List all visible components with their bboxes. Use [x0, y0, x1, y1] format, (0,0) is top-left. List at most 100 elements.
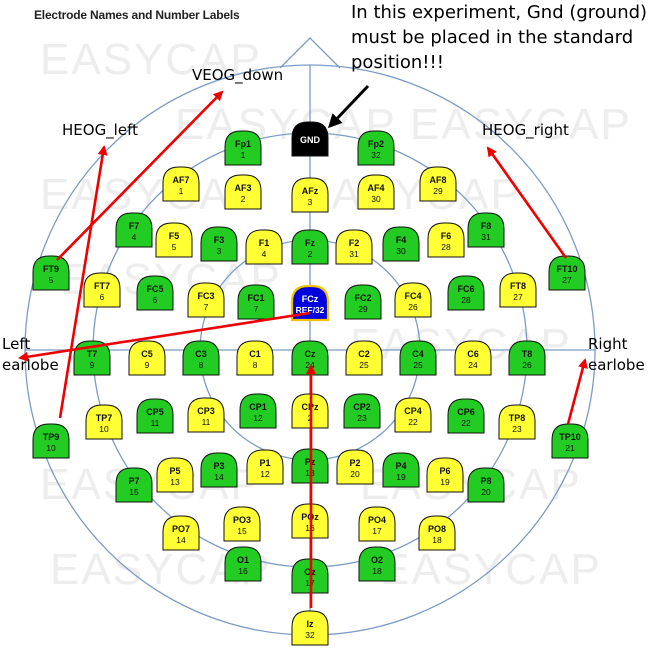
electrode-name: AFz	[302, 186, 319, 196]
electrode-name: Fz	[305, 238, 315, 248]
electrode-name: P2	[349, 458, 360, 468]
electrode-name: GND	[300, 135, 321, 145]
nose-outline	[279, 37, 341, 69]
electrode-cap	[548, 255, 586, 291]
left-earlobe-line2: earlobe	[2, 356, 59, 374]
electrode-number: 3	[308, 197, 313, 207]
electrode-number: 4	[132, 232, 137, 242]
electrode-number: REF/32	[296, 305, 325, 315]
electrode-cap	[447, 398, 485, 434]
electrode-name: P4	[395, 461, 406, 471]
watermark-text: EASYCAP	[410, 100, 632, 149]
left-earlobe-label: Left earlobe	[2, 334, 59, 376]
electrode-number: 17	[372, 526, 382, 536]
electrode-cap	[344, 284, 382, 320]
electrode-name: FT8	[510, 281, 526, 291]
electrode-number: 5	[49, 275, 54, 285]
heog-left-label: HEOG_left	[62, 121, 138, 139]
electrode-cap	[382, 452, 420, 488]
electrode-cap	[182, 340, 220, 376]
electrode-cap	[343, 393, 381, 429]
electrode-number: 28	[461, 295, 471, 305]
electrode-name: F6	[441, 231, 452, 241]
electrode-name: C5	[141, 349, 153, 359]
electrode-cap	[115, 467, 153, 503]
electrode-name: FCz	[302, 294, 319, 304]
electrode-c1: C18	[236, 340, 274, 376]
electrode-cap	[136, 275, 174, 311]
electrode-cap	[382, 226, 420, 262]
electrode-number: 20	[481, 487, 491, 497]
electrode-name: FC2	[354, 293, 371, 303]
electrode-name: FC5	[146, 284, 163, 294]
electrode-cap	[399, 340, 437, 376]
electrode-cap	[32, 423, 70, 459]
electrode-number: 12	[260, 469, 270, 479]
electrode-name: T7	[87, 349, 98, 359]
right-earlobe-line1: Right	[588, 335, 628, 353]
electrode-name: F5	[169, 231, 180, 241]
electrode-name: O1	[237, 555, 249, 565]
watermark-text: EASYCAP	[380, 545, 602, 594]
electrode-number: 32	[371, 150, 381, 160]
electrode-cap	[239, 393, 277, 429]
electrode-cap	[115, 212, 153, 248]
electrode-number: 1	[241, 150, 246, 160]
electrode-name: F8	[481, 221, 492, 231]
electrode-cap	[136, 398, 174, 434]
electrode-cap	[224, 546, 262, 582]
electrode-name: C1	[249, 349, 261, 359]
electrode-cap	[224, 174, 262, 210]
electrode-name: PO4	[368, 515, 386, 525]
electrode-cap	[358, 546, 396, 582]
electrode-name: TP9	[43, 432, 60, 442]
electrode-cap	[345, 340, 383, 376]
electrode-cap	[290, 284, 330, 322]
electrode-cap	[200, 452, 238, 488]
electrode-cap	[467, 212, 505, 248]
electrode-name: F1	[259, 238, 270, 248]
electrode-number: 24	[468, 360, 478, 370]
electrode-cap	[187, 397, 225, 433]
electrode-number: 12	[253, 413, 263, 423]
electrode-name: CP6	[457, 407, 475, 417]
electrode-name: F4	[396, 235, 407, 245]
electrode-number: 19	[440, 477, 450, 487]
electrode-cap	[291, 121, 329, 157]
electrode-name: CP5	[146, 407, 164, 417]
electrode-name: P3	[213, 461, 224, 471]
heog-left-arrow	[58, 145, 108, 419]
electrode-name: FC6	[457, 284, 474, 294]
electrode-name: T8	[522, 349, 533, 359]
electrode-cap	[447, 275, 485, 311]
electrode-number: 29	[358, 304, 368, 314]
electrode-number: 6	[100, 292, 105, 302]
electrode-number: 26	[522, 360, 532, 370]
electrode-number: 15	[237, 526, 247, 536]
electrode-cap	[245, 229, 283, 265]
electrode-cap	[156, 457, 194, 493]
electrode-name: P1	[259, 458, 270, 468]
electrode-cap	[357, 174, 395, 210]
